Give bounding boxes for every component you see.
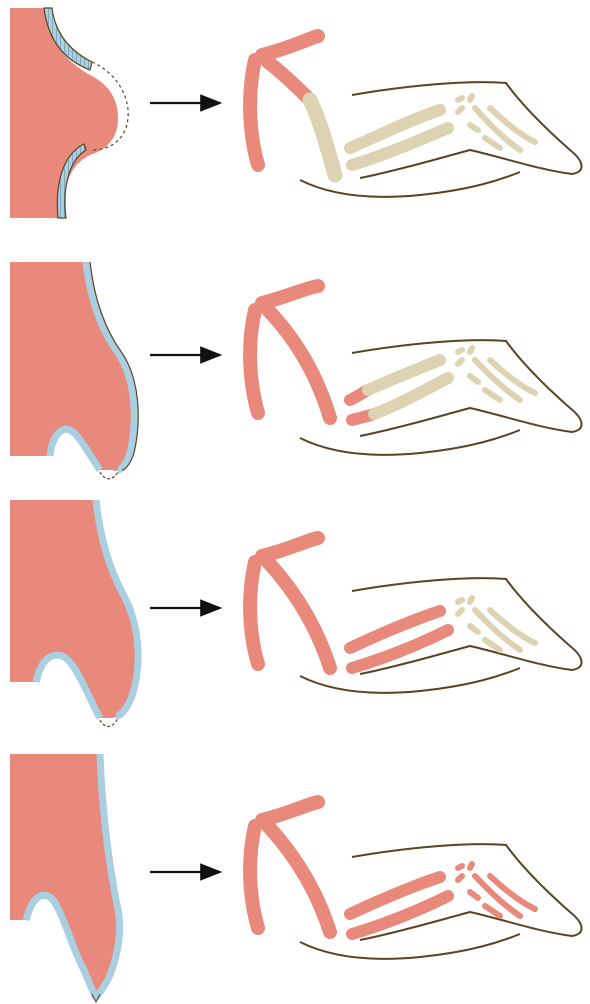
panel-stage-4 <box>10 754 582 1002</box>
humerus-undeveloped <box>310 100 335 175</box>
skeleton-3 <box>250 538 581 693</box>
coracoid <box>250 60 258 165</box>
limb-bud-2 <box>10 262 138 479</box>
panel-stage-1 <box>10 8 582 218</box>
skeleton-4 <box>250 802 581 959</box>
limb-bud-3 <box>10 500 138 727</box>
panel-stage-2 <box>10 262 582 479</box>
digits-developed <box>458 864 535 916</box>
humerus-developed <box>268 562 330 668</box>
humerus-developed <box>268 310 330 418</box>
skeleton-2 <box>250 286 581 455</box>
scapula <box>262 36 318 55</box>
skeleton-1 <box>250 36 581 197</box>
limb-bud-4 <box>10 754 120 1002</box>
limb-bud-1 <box>10 8 128 218</box>
humerus-developed <box>268 62 310 100</box>
panel-stage-3 <box>10 500 582 727</box>
